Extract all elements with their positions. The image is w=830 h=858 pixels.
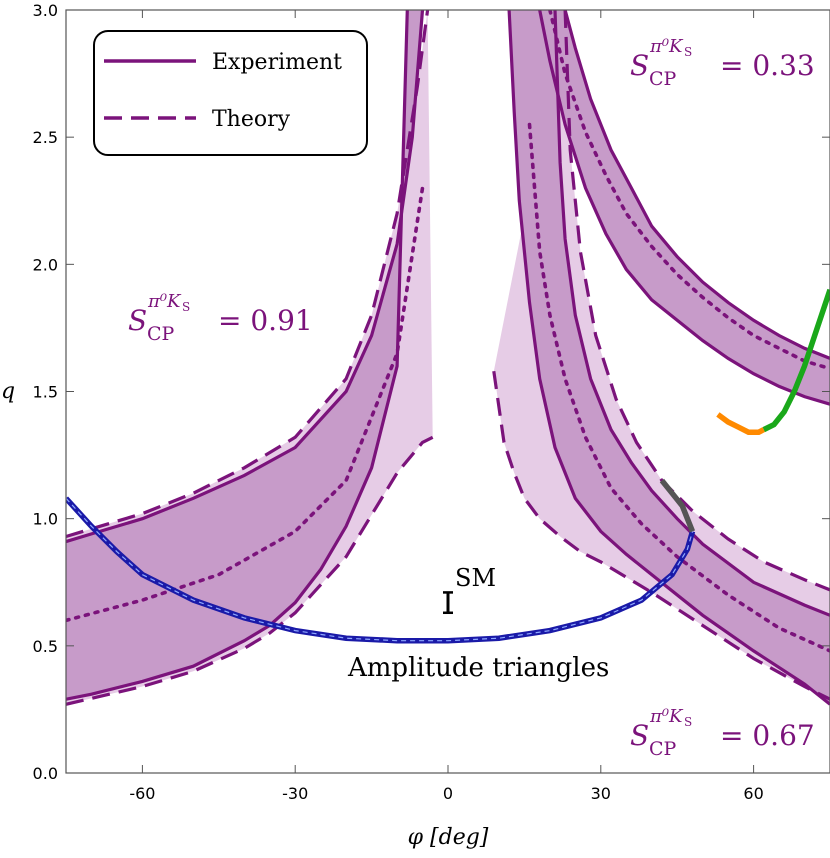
theory-line-0.33-center: [548, 10, 830, 371]
amplitude-curve-gray: [659, 478, 696, 533]
annotation-s091: S CP π⁰K S = 0.91: [128, 291, 313, 345]
experiment-line-0.33-upper: [563, 10, 830, 360]
x-tick-label: 30: [591, 784, 611, 803]
legend-label-experiment: Experiment: [212, 50, 342, 75]
theory-line-0.67-center: [527, 122, 830, 653]
annotation-s091-sup: π⁰K: [147, 291, 182, 312]
theory-line-0.67-left: [492, 370, 830, 701]
y-tick-label: 0.5: [33, 637, 58, 656]
theory-line-0.91-center: [66, 186, 425, 623]
annotation-amplitude-triangles: Amplitude triangles: [347, 653, 609, 683]
band-067-experiment-fill: [509, 10, 830, 705]
amplitude-curve-blue-inner: [66, 497, 694, 642]
theory-line-0.91-upper: [66, 10, 430, 539]
theory-line-0.67-right: [563, 10, 830, 592]
annotation-s067-sup: π⁰K: [649, 706, 684, 727]
sm-point: [443, 591, 453, 615]
band-067-theory-fill: [493, 10, 830, 700]
y-tick-label: 3.0: [33, 1, 58, 20]
x-tick-label: 0: [443, 784, 453, 803]
experiment-line-0.67-right: [553, 10, 830, 617]
annotation-s033-sub: CP: [649, 68, 677, 90]
experiment-line-0.91-lower: [66, 10, 409, 701]
y-tick-label: 0.0: [33, 764, 58, 783]
experiment-line-0.67-left: [507, 10, 830, 706]
annotation-s091-base: S: [128, 304, 147, 337]
y-tick-label: 1.5: [33, 383, 58, 402]
band-091-experiment-fill: [66, 10, 423, 700]
y-axis-label: q: [1, 379, 15, 404]
lines-layer: [66, 10, 830, 706]
y-axis: 0.0 0.5 1.0 1.5 2.0 2.5 3.0: [33, 1, 830, 783]
theory-line-0.91-lower: [66, 435, 434, 706]
annotation-s091-sub: CP: [147, 323, 175, 345]
legend: Experiment Theory: [93, 30, 368, 156]
annotation-s091-value: = 0.91: [218, 304, 313, 337]
x-axis: -60 -30 0 30 60: [129, 10, 764, 803]
amplitude-curve-green: [762, 288, 830, 433]
y-tick-label: 2.0: [33, 255, 58, 274]
annotation-s033-supsub: S: [684, 45, 692, 59]
annotation-sm: SM: [455, 564, 496, 592]
annotation-s033: S CP π⁰K S = 0.33: [630, 36, 815, 90]
annotation-s033-value: = 0.33: [720, 49, 815, 82]
annotation-s091-supsub: S: [182, 300, 190, 314]
x-tick-label: 60: [743, 784, 763, 803]
annotation-s067: S CP π⁰K S = 0.67: [630, 706, 815, 760]
experiment-line-0.33-lower: [538, 10, 830, 406]
annotation-s067-sub: CP: [649, 738, 677, 760]
legend-label-theory: Theory: [212, 107, 291, 132]
y-tick-label: 2.5: [33, 128, 58, 147]
annotation-s033-base: S: [630, 49, 649, 82]
annotation-s067-base: S: [630, 719, 649, 752]
annotation-s033-sup: π⁰K: [649, 36, 684, 57]
annotation-s067-value: = 0.67: [720, 719, 815, 752]
annotation-s067-supsub: S: [684, 715, 692, 729]
y-tick-label: 1.0: [33, 510, 58, 529]
x-tick-label: -60: [129, 784, 155, 803]
x-axis-label: φ [deg]: [408, 825, 489, 850]
amplitude-curve-orange: [716, 412, 766, 435]
x-tick-label: -30: [282, 784, 308, 803]
